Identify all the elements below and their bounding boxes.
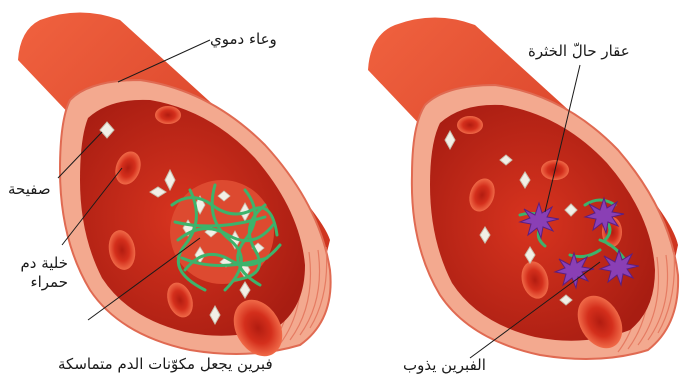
label-red-blood-cell: خلية دم حمراء — [8, 254, 68, 292]
label-fibrin-clumps: فبرين يجعل مكوّنات الدم متماسكة — [58, 355, 273, 374]
vessel-with-clot — [18, 13, 331, 365]
label-platelet: صفيحة — [8, 180, 51, 199]
label-fibrin-dissolves: الفبرين يذوب — [403, 356, 486, 375]
label-clot-drug: عقار حالّ الخثرة — [528, 42, 630, 61]
label-blood-vessel: وعاء دموي — [210, 30, 277, 49]
vessel-dissolving — [368, 18, 678, 360]
